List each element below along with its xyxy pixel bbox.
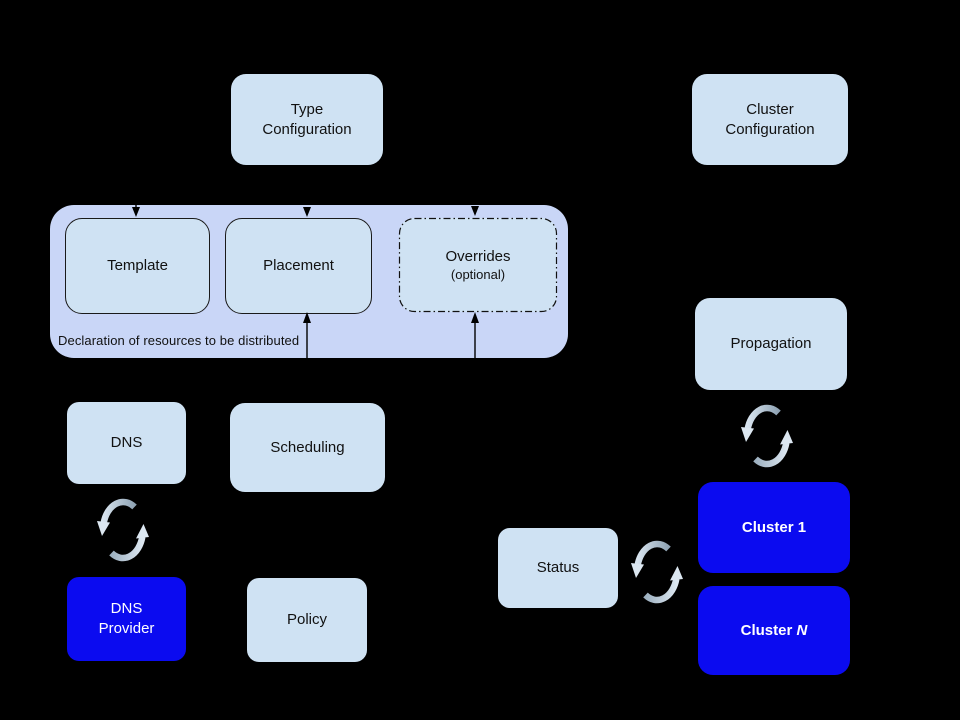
node-cluster-1: Cluster 1 xyxy=(698,482,850,573)
node-dns-provider: DNS Provider xyxy=(67,577,186,661)
node-label: Type Configuration xyxy=(262,100,352,138)
node-label: Scheduling xyxy=(270,438,345,456)
node-label: Overrides xyxy=(445,248,511,266)
node-label: Placement xyxy=(263,257,334,275)
node-label: Status xyxy=(536,559,580,577)
node-cluster-n: Cluster N xyxy=(698,586,850,675)
node-label: Cluster 1 xyxy=(741,518,807,536)
sync-icon xyxy=(741,408,793,464)
arrow-typeconfig-to-overrides xyxy=(306,166,476,210)
node-scheduling: Scheduling xyxy=(230,403,385,492)
node-status: Status xyxy=(498,528,618,608)
node-label: Template xyxy=(107,257,168,275)
node-label: Propagation xyxy=(730,335,812,353)
node-label: Cluster N xyxy=(740,621,808,639)
node-label: Cluster Configuration xyxy=(725,100,815,138)
sync-icon xyxy=(631,544,683,600)
node-policy: Policy xyxy=(247,578,367,662)
node-dns: DNS xyxy=(67,402,186,484)
node-label: DNS xyxy=(110,434,143,452)
node-template: Template xyxy=(65,218,210,314)
node-placement: Placement xyxy=(225,218,372,314)
node-label: Policy xyxy=(286,611,327,629)
declaration-caption: Declaration of resources to be distribut… xyxy=(58,333,300,348)
node-sublabel: (optional) xyxy=(450,267,506,283)
node-overrides: Overrides (optional) xyxy=(399,218,557,312)
node-cluster-configuration: Cluster Configuration xyxy=(692,74,848,165)
node-type-configuration: Type Configuration xyxy=(231,74,383,165)
node-propagation: Propagation xyxy=(695,298,847,390)
sync-icon xyxy=(97,502,149,558)
cluster-n-italic-suffix: N xyxy=(796,621,808,639)
node-label: DNS Provider xyxy=(98,600,155,637)
